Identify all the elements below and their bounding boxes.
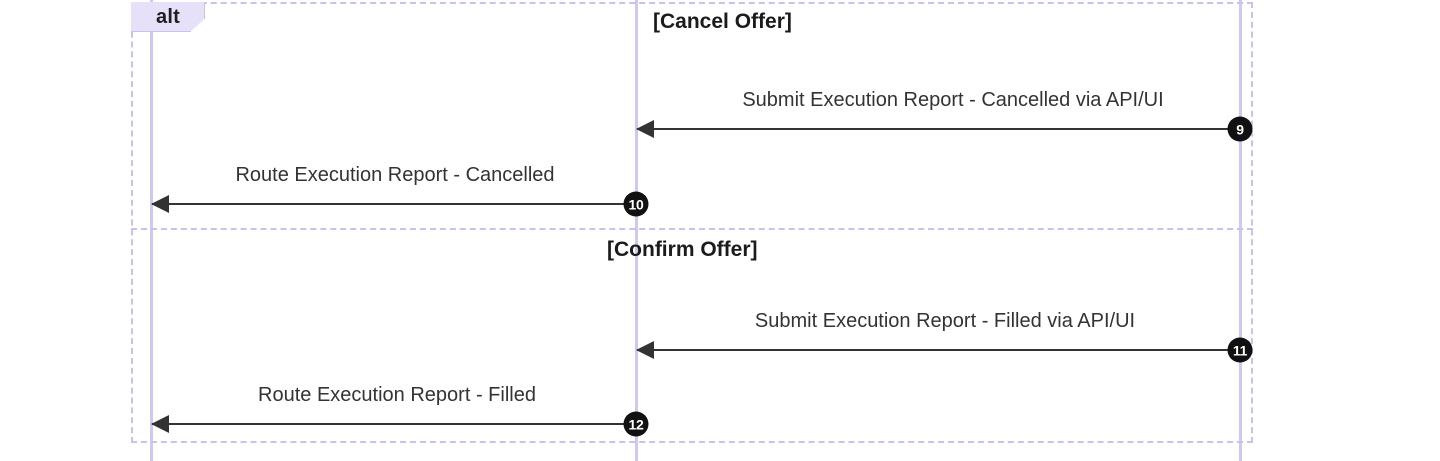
alt-branch-condition-2: [Confirm Offer] [607,238,758,261]
lifeline-right [1239,0,1242,461]
alt-branch-condition-1: [Cancel Offer] [653,10,792,33]
message-label-11: Submit Execution Report - Filled via API… [754,310,1136,332]
alt-operator-box [131,2,205,32]
message-label-10: Route Execution Report - Cancelled [235,164,555,186]
sequence-badge-9: 9 [1227,116,1253,142]
alt-fragment-frame [131,2,1253,443]
arrowhead-icon [151,415,169,433]
arrowhead-icon [151,195,169,213]
alt-operator-label: alt [156,5,180,28]
lifeline-left [150,0,153,461]
lifeline-middle [635,0,638,461]
message-line-9 [637,128,1240,130]
sequence-badge-11: 11 [1227,337,1253,363]
sequence-badge-10: 10 [623,191,649,217]
alt-branch-divider [131,228,1253,230]
arrowhead-icon [636,341,654,359]
message-line-11 [637,349,1240,351]
message-label-12: Route Execution Report - Filled [258,384,536,406]
message-label-9: Submit Execution Report - Cancelled via … [742,89,1164,111]
message-line-10 [152,203,636,205]
sequence-badge-12: 12 [623,411,649,437]
arrowhead-icon [636,120,654,138]
message-line-12 [152,423,636,425]
